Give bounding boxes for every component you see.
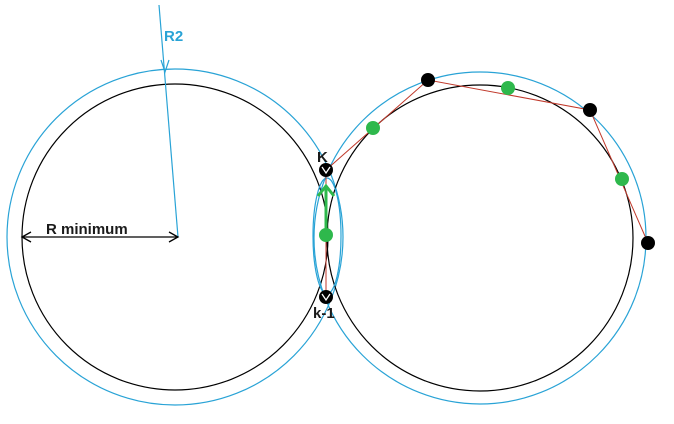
black-point-top [421,73,435,87]
k-minus-1-label: k-1 [313,305,335,322]
r-minimum-left-arrowhead [20,231,32,243]
green-point-2 [501,81,515,95]
right-outer-circle [313,71,647,405]
left-outer-circle [6,68,344,406]
k-label: K [317,149,328,166]
black-point-right [641,236,655,250]
trajectory-polyline [325,79,649,297]
r-minimum-right-arrowhead [168,231,180,243]
r2-label: R2 [164,28,183,45]
r2-arrowhead [160,59,170,74]
r-minimum-label: R minimum [46,221,128,238]
green-arrowhead [316,183,336,197]
black-point-k [319,163,333,177]
k-point-mark [321,166,331,175]
black-point-upper-right [583,103,597,117]
k-minus-1-point-mark [321,293,331,302]
r2-radius-line [158,4,179,238]
green-point-3 [615,172,629,186]
green-point-center [319,228,333,242]
black-point-k-minus-1 [319,290,333,304]
green-point-1 [366,121,380,135]
